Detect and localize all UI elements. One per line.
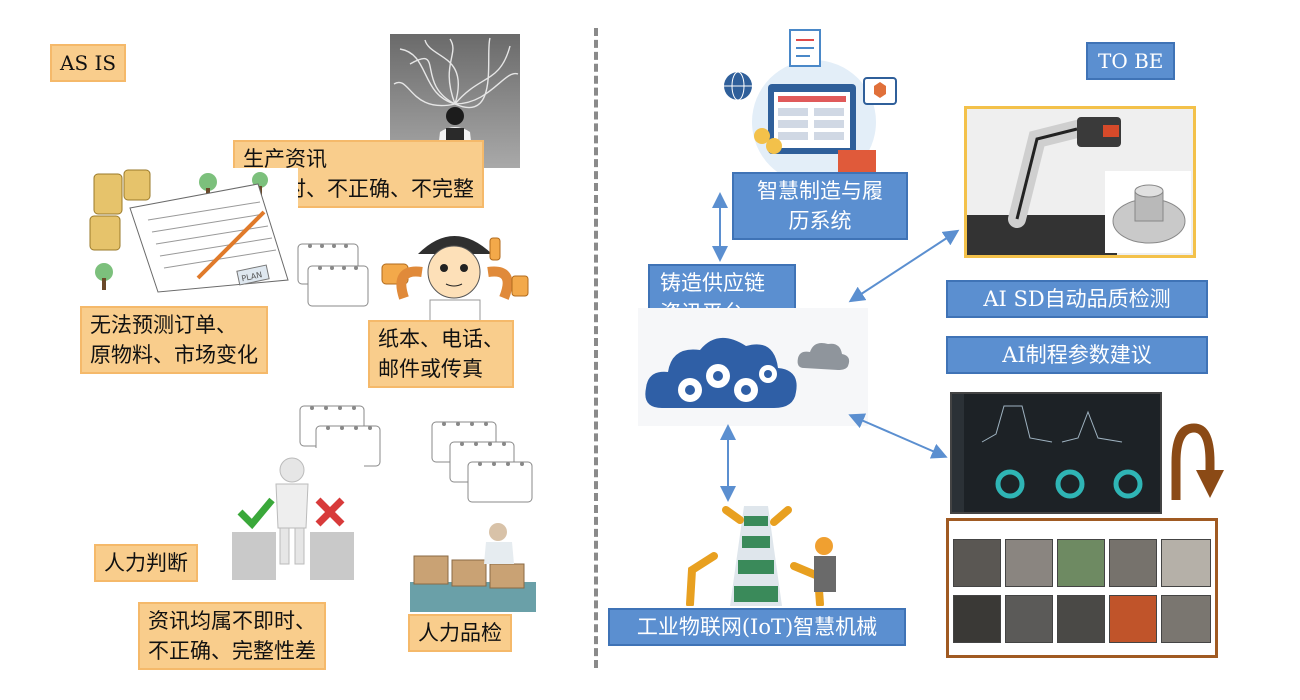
ai-sd-text: AI SD自动品质检测: [983, 287, 1171, 311]
monitoring-dashboard-image: [950, 392, 1162, 514]
robot-arm-inspection-image: [964, 106, 1196, 258]
clipboard-icon: [789, 29, 821, 67]
manual-inspection-label: 人力品检: [408, 614, 512, 652]
dollar-coin-icon: [754, 128, 782, 154]
process-photo: [1161, 595, 1211, 643]
manual-judgement-text: 人力判断: [104, 551, 188, 575]
coin-stack-icon: [89, 169, 151, 251]
circuit-board-icon: [734, 516, 778, 602]
calendar-stack-icon: [297, 243, 369, 307]
cloud-gears-image: [638, 308, 868, 426]
container-icon: [838, 150, 876, 172]
smart-mfg-label: 智慧制造与履 历系统: [732, 172, 908, 240]
process-photo-grid: [946, 518, 1218, 658]
process-photo: [1057, 539, 1105, 587]
forecast-line1: 无法预测订单、: [90, 313, 237, 337]
robot-arm-icon: [1008, 117, 1121, 228]
curved-down-arrow-icon: [1171, 423, 1224, 500]
plan-document-icon: PLAN: [129, 183, 289, 293]
process-photo: [1005, 595, 1053, 643]
process-photo: [1109, 595, 1157, 643]
paper-comm-line2: 邮件或传真: [378, 357, 483, 381]
smart-mfg-line2: 历系统: [788, 209, 852, 233]
paper-comm-label: 纸本、电话、 邮件或传真: [368, 320, 514, 388]
info-issue-line2: 不正确、完整性差: [148, 639, 316, 663]
small-cloud-icon: [797, 343, 850, 370]
ai-process-label: AI制程参数建议: [946, 336, 1208, 374]
to-be-text: TO BE: [1098, 49, 1164, 73]
check-mark-icon: [237, 497, 275, 530]
cross-mark-icon: [315, 497, 345, 527]
gear-icon: [678, 364, 777, 402]
forecast-label: 无法预测订单、 原物料、市场变化: [80, 306, 268, 374]
process-photo: [953, 539, 1001, 587]
calendar-stack-icon: [299, 405, 381, 467]
forecast-line2: 原物料、市场变化: [90, 343, 258, 367]
decision-person-image: [214, 448, 364, 582]
process-photo: [1057, 595, 1105, 643]
ai-sd-label: AI SD自动品质检测: [946, 280, 1208, 318]
info-issue-label: 资讯均属不即时、 不正确、完整性差: [138, 602, 326, 670]
supply-chain-line1: 铸造供应链: [660, 271, 765, 295]
plan-tag-text: PLAN: [241, 270, 263, 283]
process-photo: [1161, 539, 1211, 587]
metal-flange-part-icon: [1105, 171, 1191, 253]
to-be-label: TO BE: [1086, 42, 1176, 80]
as-is-text: AS IS: [60, 51, 117, 75]
production-info-line1: 生产资讯: [243, 147, 327, 171]
cardboard-box-icon: [413, 555, 525, 589]
calendar-stack-icon: [431, 421, 533, 503]
smart-manufacturing-image: [718, 26, 908, 172]
ai-process-text: AI制程参数建议: [1002, 343, 1152, 367]
paper-comm-line1: 纸本、电话、: [378, 327, 504, 351]
iot-conveyor-image: [670, 500, 840, 606]
manual-inspection-text: 人力品检: [418, 621, 502, 645]
process-photo: [1005, 539, 1053, 587]
plan-document-image: PLAN: [88, 168, 298, 296]
monitor-icon: [768, 84, 856, 154]
arrow-platform-to-robot: [848, 229, 960, 303]
3d-cube-screen-icon: [863, 77, 897, 105]
process-photo: [953, 595, 1001, 643]
phone-handset-icon: [489, 237, 501, 261]
gauge-ring-icon: [995, 469, 1143, 499]
as-is-label: AS IS: [50, 44, 127, 82]
inspection-worker-image: [410, 520, 536, 612]
iot-text: 工业物联网(IoT)智慧机械: [636, 615, 878, 639]
busy-worker-image: [374, 218, 534, 322]
worker-icon: [814, 537, 836, 592]
manual-judgement-label: 人力判断: [94, 544, 198, 582]
globe-icon: [724, 71, 752, 101]
info-issue-line1: 资讯均属不即时、: [148, 609, 316, 633]
coffee-cup-icon: [511, 275, 529, 297]
process-photo: [1109, 539, 1157, 587]
waveform-chart-icon: [981, 405, 1123, 443]
as-is-to-be-divider: [594, 28, 598, 668]
iot-label: 工业物联网(IoT)智慧机械: [608, 608, 906, 646]
smart-mfg-line1: 智慧制造与履: [757, 179, 883, 203]
